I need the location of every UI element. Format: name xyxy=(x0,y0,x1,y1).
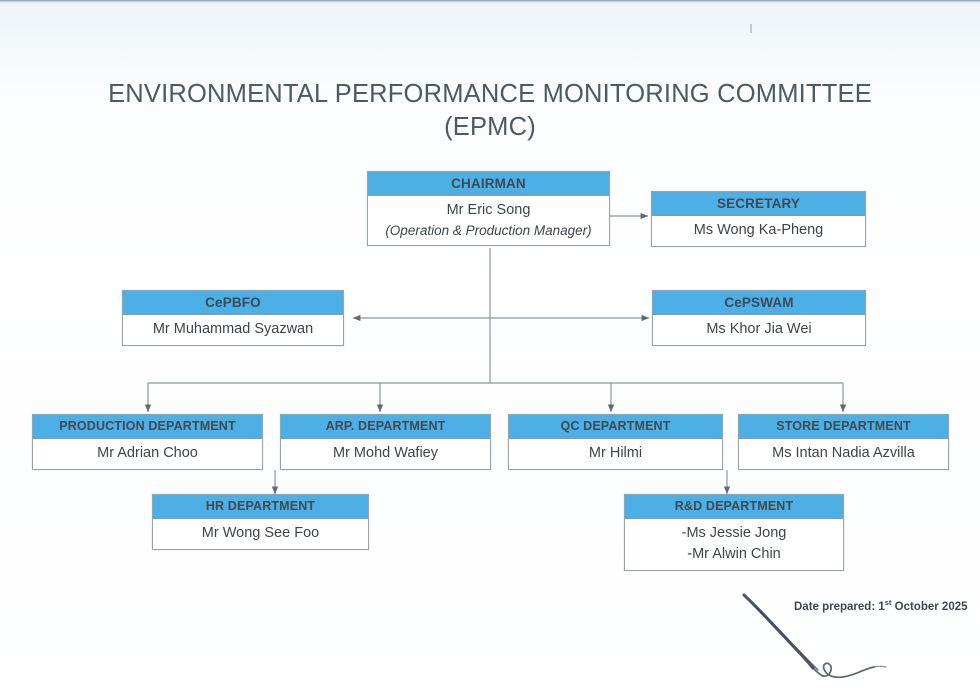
signature-mark xyxy=(742,593,887,679)
node-production-department-header: PRODUCTION DEPARTMENT xyxy=(33,415,262,439)
node-store-department-header: STORE DEPARTMENT xyxy=(739,415,948,439)
node-cepswam-name: Ms Khor Jia Wei xyxy=(706,321,812,337)
node-rnd-department[interactable]: R&D DEPARTMENT -Ms Jessie Jong -Mr Alwin… xyxy=(624,494,844,571)
node-secretary-body: Ms Wong Ka-Pheng xyxy=(652,216,865,246)
node-hr-department[interactable]: HR DEPARTMENT Mr Wong See Foo xyxy=(152,494,369,550)
node-cepbfo-body: Mr Muhammad Syazwan xyxy=(123,315,343,345)
node-cepbfo-header: CePBFO xyxy=(123,291,343,315)
node-chairman-name: Mr Eric Song xyxy=(446,202,531,218)
page-title-line2: (EPMC) xyxy=(444,113,536,141)
page-title-line1: ENVIRONMENTAL PERFORMANCE MONITORING COM… xyxy=(108,80,872,108)
node-arp-department[interactable]: ARP. DEPARTMENT Mr Mohd Wafiey xyxy=(280,414,491,470)
node-chairman-body: Mr Eric Song (Operation & Production Man… xyxy=(368,196,609,245)
scan-edge-artifact xyxy=(0,0,980,3)
node-arp-department-header: ARP. DEPARTMENT xyxy=(281,415,490,439)
node-arp-department-body: Mr Mohd Wafiey xyxy=(281,439,490,469)
node-hr-department-name: Mr Wong See Foo xyxy=(201,525,320,541)
date-prepared-text: Date prepared: 1 xyxy=(794,600,885,613)
page-title: ENVIRONMENTAL PERFORMANCE MONITORING COM… xyxy=(0,78,980,144)
node-chairman[interactable]: CHAIRMAN Mr Eric Song (Operation & Produ… xyxy=(367,171,610,246)
node-qc-department-body: Mr Hilmi xyxy=(509,439,722,469)
node-production-department-body: Mr Adrian Choo xyxy=(33,439,262,469)
node-rnd-department-name-2: -Mr Alwin Chin xyxy=(687,546,781,562)
node-hr-department-body: Mr Wong See Foo xyxy=(153,519,368,549)
node-cepbfo-name: Mr Muhammad Syazwan xyxy=(152,321,314,337)
node-production-department-name: Mr Adrian Choo xyxy=(97,445,198,461)
date-prepared-rest: October 2025 xyxy=(891,600,968,613)
node-arp-department-name: Mr Mohd Wafiey xyxy=(332,445,438,461)
node-cepbfo[interactable]: CePBFO Mr Muhammad Syazwan xyxy=(122,290,344,346)
node-qc-department-name: Mr Hilmi xyxy=(588,445,643,461)
scan-speck-artifact xyxy=(750,24,752,33)
node-production-department[interactable]: PRODUCTION DEPARTMENT Mr Adrian Choo xyxy=(32,414,263,470)
node-rnd-department-name-1: -Ms Jessie Jong xyxy=(681,525,787,541)
node-cepswam-body: Ms Khor Jia Wei xyxy=(653,315,865,345)
node-secretary[interactable]: SECRETARY Ms Wong Ka-Pheng xyxy=(651,191,866,247)
node-store-department[interactable]: STORE DEPARTMENT Ms Intan Nadia Azvilla xyxy=(738,414,949,470)
node-qc-department[interactable]: QC DEPARTMENT Mr Hilmi xyxy=(508,414,723,470)
date-ordinal-suffix: st xyxy=(884,598,892,607)
node-rnd-department-body: -Ms Jessie Jong -Mr Alwin Chin xyxy=(625,519,843,570)
node-chairman-subtitle: (Operation & Production Manager) xyxy=(385,223,592,238)
node-store-department-body: Ms Intan Nadia Azvilla xyxy=(739,439,948,469)
node-cepswam[interactable]: CePSWAM Ms Khor Jia Wei xyxy=(652,290,866,346)
node-secretary-header: SECRETARY xyxy=(652,192,865,216)
node-cepswam-header: CePSWAM xyxy=(653,291,865,315)
node-hr-department-header: HR DEPARTMENT xyxy=(153,495,368,519)
node-store-department-name: Ms Intan Nadia Azvilla xyxy=(772,445,915,461)
node-chairman-header: CHAIRMAN xyxy=(368,172,609,196)
node-secretary-name: Ms Wong Ka-Pheng xyxy=(693,222,824,238)
date-prepared-label: Date prepared: 1st October 2025 xyxy=(794,598,968,613)
node-rnd-department-header: R&D DEPARTMENT xyxy=(625,495,843,519)
node-qc-department-header: QC DEPARTMENT xyxy=(509,415,722,439)
